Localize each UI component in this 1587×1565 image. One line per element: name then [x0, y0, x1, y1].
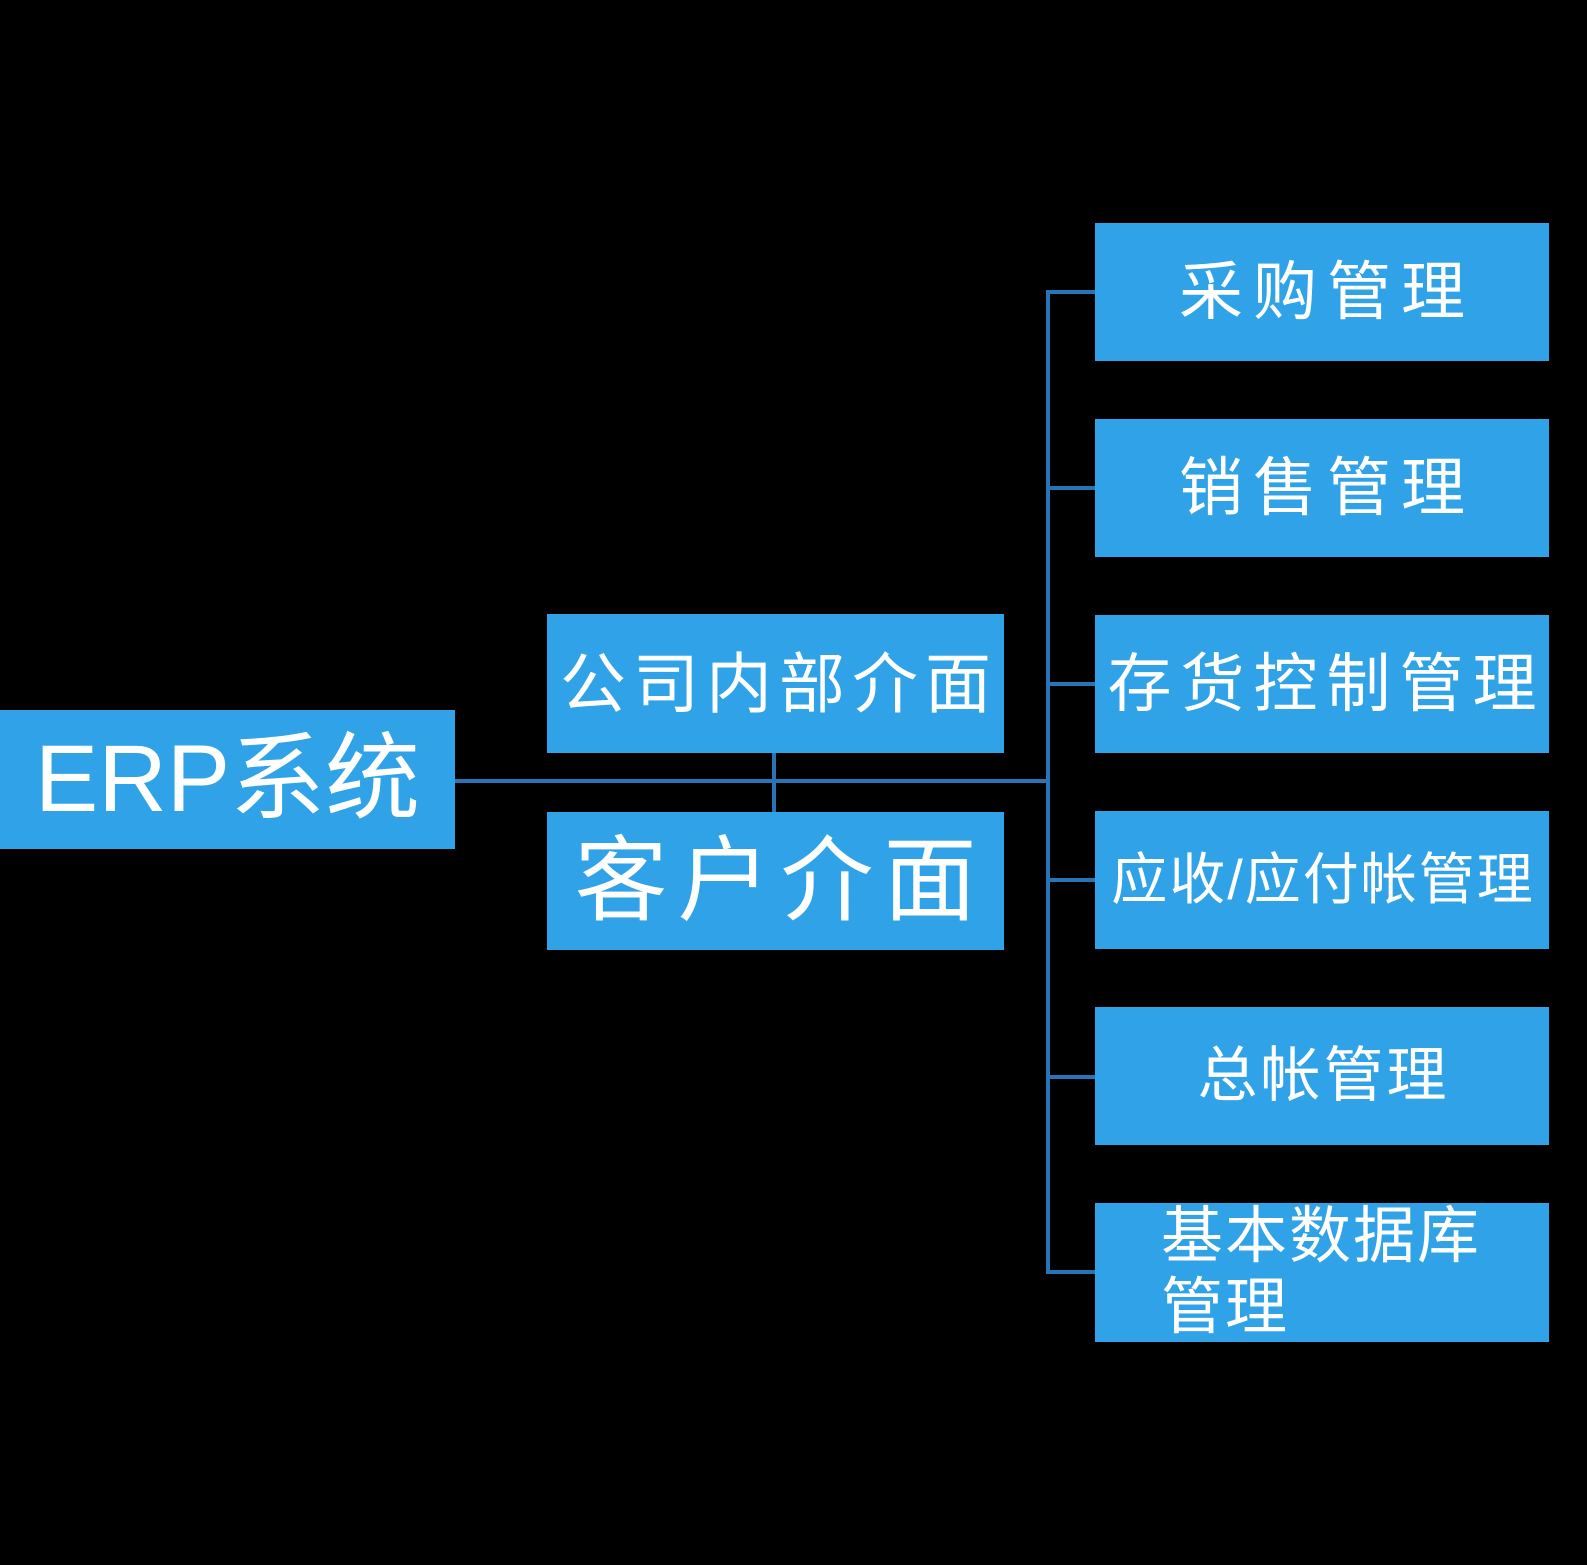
node-sales-management: 销售管理 [1095, 419, 1549, 557]
node-basic-database-management-label: 基本数据库 管理 [1161, 1202, 1481, 1343]
connector-stub-ar-ap [1046, 878, 1095, 882]
connector-stub-database [1046, 1270, 1095, 1274]
node-erp-system-label: ERP系统 [34, 726, 421, 832]
node-general-ledger-management-label: 总帐管理 [1197, 1042, 1450, 1109]
node-general-ledger-management: 总帐管理 [1095, 1007, 1549, 1145]
connector-stub-purchasing [1046, 290, 1095, 294]
node-basic-database-management: 基本数据库 管理 [1095, 1202, 1549, 1343]
node-customer-interface: 客户介面 [547, 812, 1004, 950]
node-basic-database-management-line2: 管理 [1161, 1272, 1290, 1342]
node-purchasing-management-label: 采购管理 [1179, 256, 1475, 328]
node-basic-database-management-line1: 基本数据库 [1161, 1201, 1482, 1271]
connector-stub-sales [1046, 486, 1095, 490]
node-internal-interface-label: 公司内部介面 [560, 646, 998, 721]
node-customer-interface-label: 客户介面 [574, 828, 987, 933]
node-erp-system: ERP系统 [0, 710, 455, 849]
node-internal-interface: 公司内部介面 [547, 614, 1004, 753]
node-inventory-control-management-label: 存货控制管理 [1107, 648, 1546, 720]
node-sales-management-label: 销售管理 [1179, 452, 1475, 524]
connector-stub-ledger [1046, 1075, 1095, 1079]
node-inventory-control-management: 存货控制管理 [1095, 615, 1549, 753]
connector-root-horizontal [455, 779, 1048, 783]
node-receivable-payable-management: 应收/应付帐管理 [1095, 811, 1549, 949]
node-receivable-payable-management-label: 应收/应付帐管理 [1111, 848, 1535, 911]
connector-modules-trunk [1046, 290, 1050, 1274]
node-purchasing-management: 采购管理 [1095, 223, 1549, 361]
connector-stub-inventory [1046, 682, 1095, 686]
connector-interfaces-vertical [772, 753, 776, 812]
